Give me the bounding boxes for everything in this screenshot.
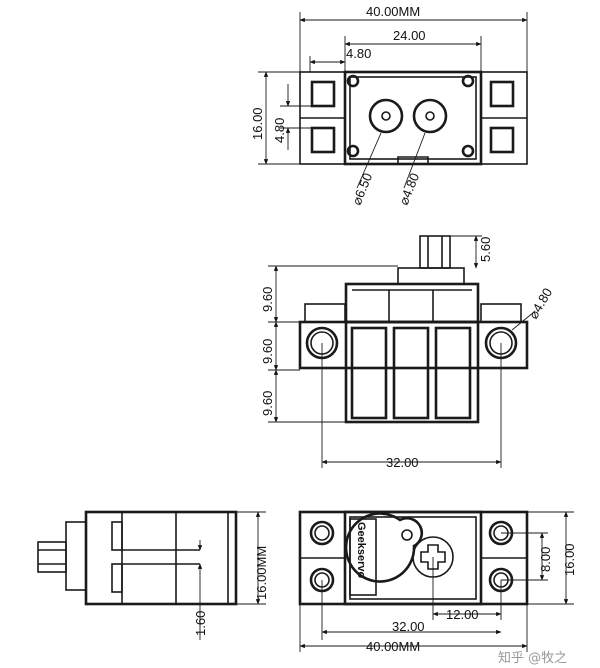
top-dia-large: ⌀6.50 [349, 171, 375, 207]
front-hole-spacing: 32.00 [386, 455, 419, 470]
front-shaft-height: 5.60 [478, 237, 493, 262]
side-view: 1.60 16.00MM [37, 510, 269, 640]
bottom-height-total: 16.00 [562, 543, 577, 576]
top-height-total: 16.00 [250, 107, 265, 140]
brand-label: Geekservo [355, 522, 367, 579]
bottom-width-total: 40.00MM [366, 639, 420, 654]
side-offset: 1.60 [193, 611, 208, 636]
front-hole-dia: ⌀4.80 [526, 285, 556, 321]
top-height-tab: 4.80 [272, 118, 287, 143]
side-height: 16.00MM [254, 546, 269, 600]
bottom-shaft-offset: 12.00 [446, 607, 479, 622]
front-view: 5.60 ⌀4.80 9.60 9.60 9.60 [260, 235, 556, 470]
top-width-inner: 24.00 [393, 28, 426, 43]
watermark: 知乎 @牧之 [498, 650, 567, 666]
top-width-total: 40.00MM [366, 4, 420, 19]
front-seg-bot: 9.60 [260, 391, 275, 416]
bottom-hole-pitch: 8.00 [538, 547, 553, 572]
front-seg-top: 9.60 [260, 287, 275, 312]
front-seg-mid: 9.60 [260, 339, 275, 364]
top-view: 40.00MM 24.00 4.80 ⌀6.50 ⌀4.80 [250, 4, 528, 207]
top-tab-gap: 4.80 [346, 46, 371, 61]
top-dia-small: ⌀4.80 [396, 171, 422, 207]
bottom-view: Geekservo 12.00 32.00 40.00MM 8.00 16.00 [298, 510, 577, 654]
bottom-hole-spacing: 32.00 [392, 619, 425, 634]
